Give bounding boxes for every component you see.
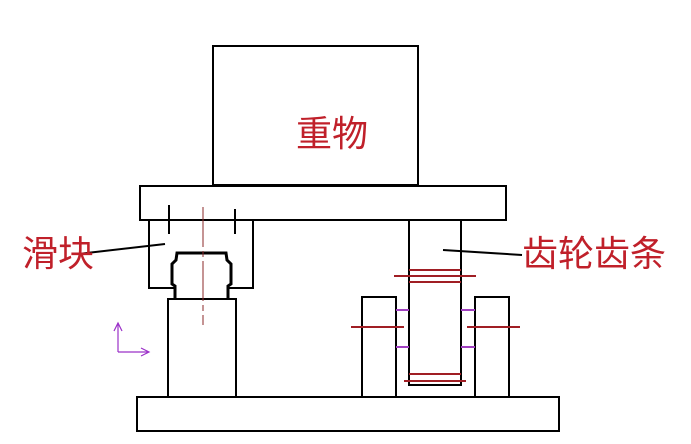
right-gear-support: [461, 296, 520, 398]
rack: [394, 220, 476, 386]
weight-label: 重物: [296, 114, 368, 155]
weight-block: 重物: [212, 45, 419, 186]
left-column: [167, 298, 237, 398]
slider-block: [148, 220, 254, 300]
rack-pinion-label: 齿轮齿条: [522, 234, 666, 275]
slider-leader-line: [77, 243, 166, 255]
base-plate: [136, 396, 560, 432]
top-beam: [139, 185, 507, 221]
left-gear-support: [351, 296, 409, 398]
rack-leader-line: [442, 249, 523, 256]
slider-label: 滑块: [22, 234, 94, 275]
axis-indicator-icon: [113, 321, 151, 357]
